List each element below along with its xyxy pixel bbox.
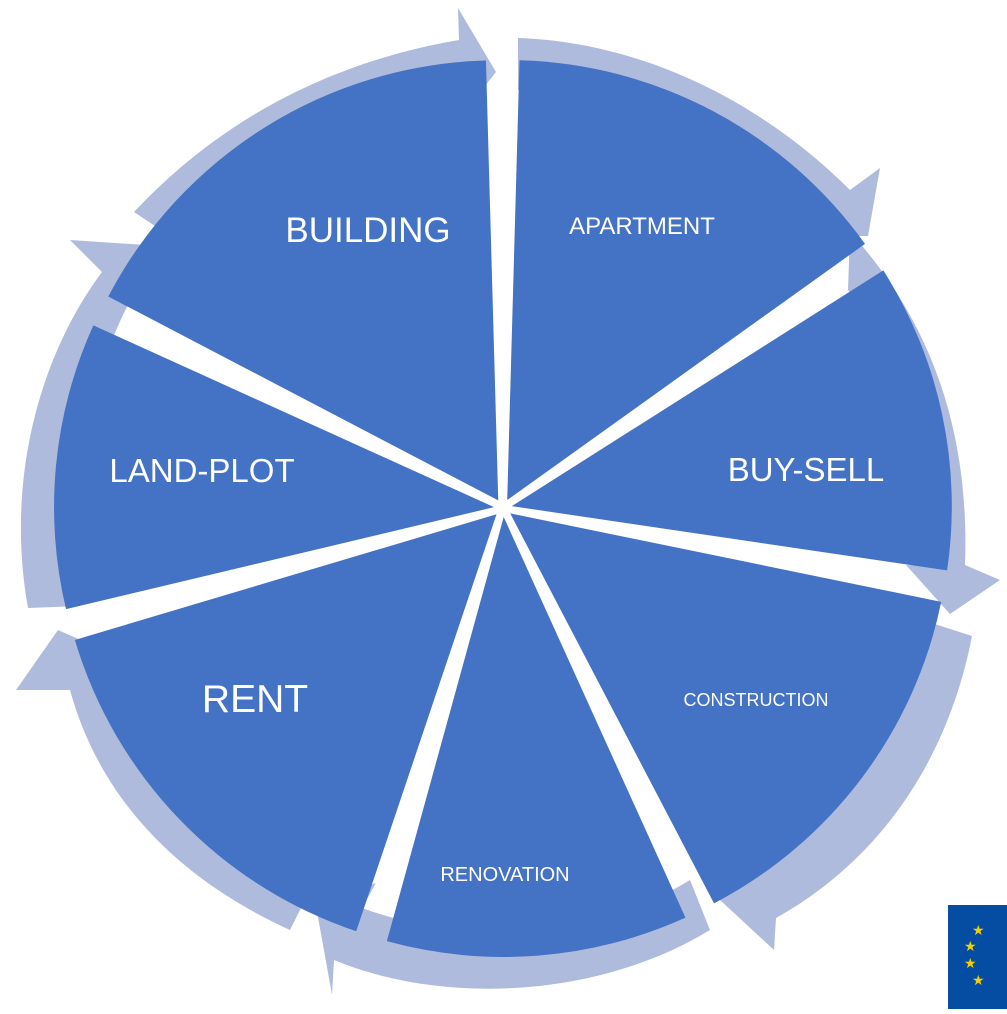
label-building: BUILDING xyxy=(285,211,450,250)
segment-apartment xyxy=(507,60,865,501)
segment-construction xyxy=(510,513,942,904)
label-renovation: RENOVATION xyxy=(440,864,569,886)
eu-flag-fragment: ★ ★ ★ ★ xyxy=(948,905,1007,1009)
label-rent: RENT xyxy=(202,678,308,721)
segment-buy-sell xyxy=(511,270,952,571)
pie-segments xyxy=(54,60,952,957)
flag-stars: ★ xyxy=(972,922,985,938)
flag-background xyxy=(948,905,1007,1009)
label-construction: CONSTRUCTION xyxy=(684,690,829,710)
flag-stars: ★ xyxy=(964,955,977,971)
segment-renovation xyxy=(386,516,686,957)
segment-building xyxy=(108,60,499,501)
segment-rent xyxy=(74,514,497,932)
label-apartment: APARTMENT xyxy=(569,213,715,240)
segment-land-plot xyxy=(54,325,495,610)
label-land-plot: LAND-PLOT xyxy=(109,452,294,489)
flag-stars: ★ xyxy=(972,972,985,988)
label-buy-sell: BUY-SELL xyxy=(728,451,885,488)
segment-labels: BUILDING APARTMENT BUY-SELL CONSTRUCTION… xyxy=(109,211,884,886)
flag-stars: ★ xyxy=(964,938,977,954)
